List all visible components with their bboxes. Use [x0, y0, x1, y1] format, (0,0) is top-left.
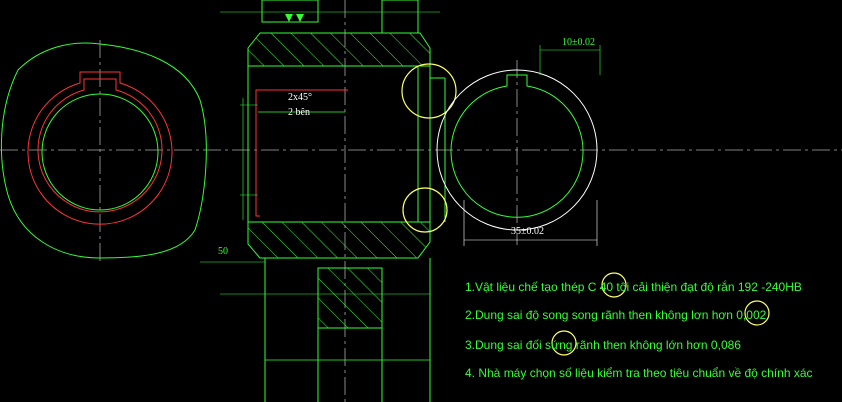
dimension-bore-depth: 35±0.02 [511, 226, 544, 237]
section-view [200, 0, 446, 402]
right-view [436, 45, 601, 246]
left-view-keyway-inner [37, 78, 163, 213]
dimension-chamfer-sides: 2 bên [288, 107, 310, 118]
dimension-keyway-width: 10±0.02 [562, 37, 595, 48]
left-view-outline [0, 42, 207, 259]
left-view-bore-circle [41, 93, 159, 211]
note-inspection: 4. Nhà máy chọn số liệu kiểm tra theo ti… [465, 366, 813, 380]
note-parallel-tolerance: 2.Dung sai độ song song rãnh then không … [465, 308, 767, 322]
note-symmetry-tolerance: 3.Dung sai đối sứng rãnh then không lớn … [465, 338, 741, 352]
dimension-left-offset: 50 [218, 246, 228, 257]
left-view-keyway-bore [27, 71, 173, 225]
note-material: 1.Vật liệu chế tạo thép C 40 tôi cải thi… [465, 280, 802, 294]
dimension-chamfer: 2x45° [288, 92, 312, 103]
highlight-circles [401, 63, 770, 356]
